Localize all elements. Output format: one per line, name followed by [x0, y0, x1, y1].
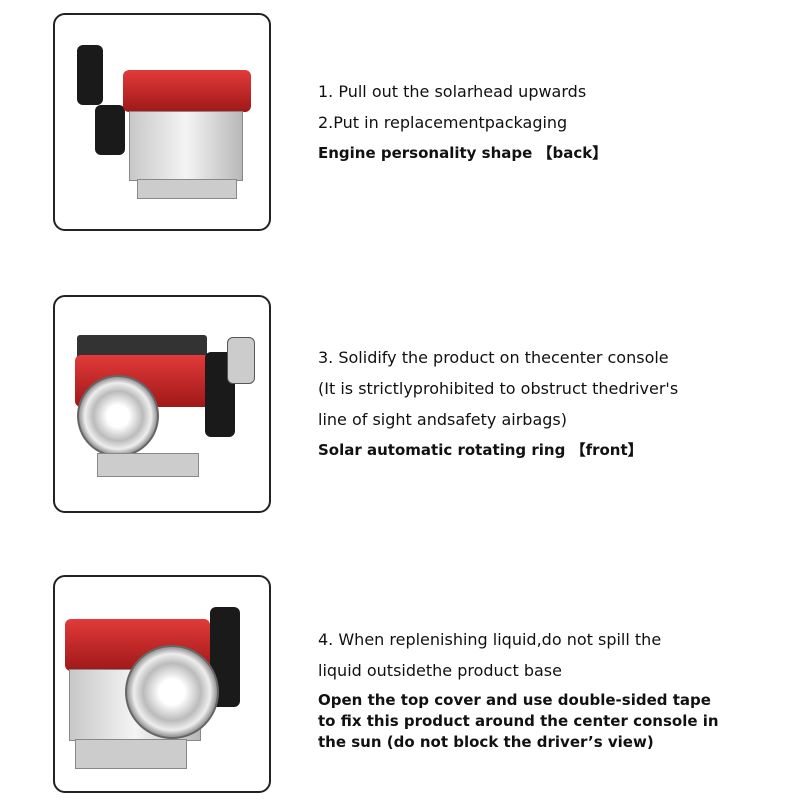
instruction-line: 3. Solidify the product on thecenter con… — [318, 348, 669, 367]
flywheel — [125, 645, 219, 739]
red-cover — [123, 70, 251, 112]
engine-base — [75, 739, 187, 769]
caption: the sun (do not block the driver’s view) — [318, 733, 654, 751]
flywheel — [77, 375, 159, 457]
engine-body — [129, 111, 243, 181]
instruction-line: 2.Put in replacementpackaging — [318, 113, 568, 132]
caption: Engine personality shape 【back】 — [318, 144, 608, 162]
product-image-back — [53, 13, 271, 231]
exhaust-pipe — [95, 105, 125, 155]
caption: Open the top cover and use double-sided … — [318, 691, 711, 709]
product-image-front — [53, 295, 271, 513]
caption: Solar automatic rotating ring 【front】 — [318, 441, 643, 459]
step-3-text: 3. Solidify the product on thecenter con… — [318, 342, 788, 466]
instruction-line: (It is strictlyprohibited to obstruct th… — [318, 379, 679, 398]
engine-base — [97, 453, 199, 477]
step-1-text: 1. Pull out the solarhead upwards 2.Put … — [318, 76, 788, 169]
instruction-line: liquid outsidethe product base — [318, 661, 562, 680]
exhaust-cap — [227, 337, 255, 384]
caption: to fix this product around the center co… — [318, 712, 719, 730]
engine-base — [137, 179, 237, 199]
instruction-line: line of sight andsafety airbags) — [318, 410, 567, 429]
instruction-line: 1. Pull out the solarhead upwards — [318, 82, 587, 101]
product-image-side — [53, 575, 271, 793]
instruction-line: 4. When replenishing liquid,do not spill… — [318, 630, 662, 649]
exhaust-icon — [77, 45, 103, 105]
step-4-text: 4. When replenishing liquid,do not spill… — [318, 624, 788, 753]
